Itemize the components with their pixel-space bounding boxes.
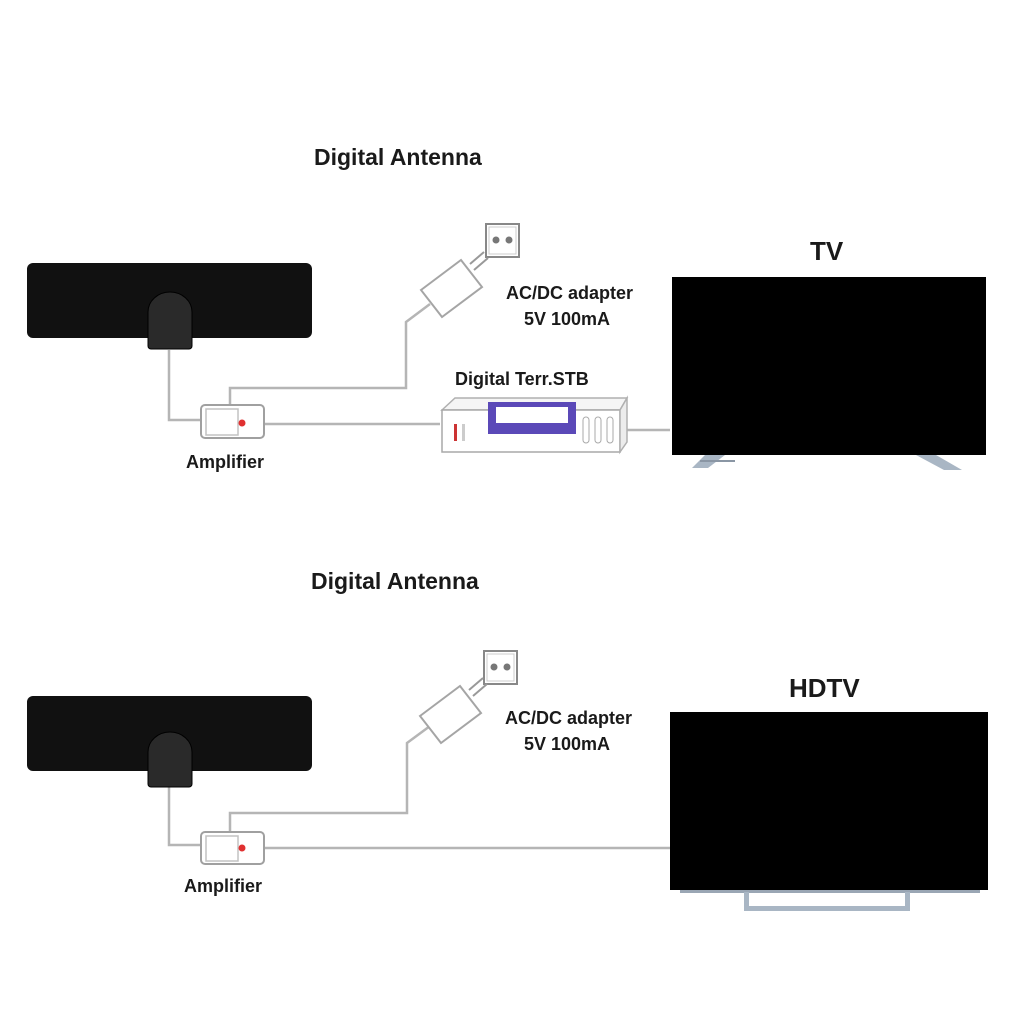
tv-label: TV xyxy=(810,236,844,266)
diagram-bottom xyxy=(27,650,988,911)
cables-bottom xyxy=(167,724,672,850)
adapter-spec-label: 5V 100mA xyxy=(524,734,611,754)
hdtv-stand-right-leg-icon xyxy=(905,892,910,910)
tv-stand-right-icon xyxy=(916,455,962,470)
antenna-icon xyxy=(27,263,312,350)
diagram-top xyxy=(27,223,986,470)
adapter-to-amplifier-cable xyxy=(228,303,431,405)
antenna-icon xyxy=(27,696,312,788)
amplifier-label: Amplifier xyxy=(184,876,263,896)
hdtv-stand-left-leg-icon xyxy=(744,892,749,910)
wall-socket-icon xyxy=(483,650,518,685)
antenna-to-amplifier-cable xyxy=(167,787,200,847)
amplifier-label: Amplifier xyxy=(186,452,265,472)
power-adapter-icon xyxy=(418,677,488,745)
amplifier-led-icon xyxy=(238,419,246,427)
hdtv-stand-bar-icon xyxy=(744,906,910,911)
cables-top xyxy=(167,303,670,432)
hdtv-icon xyxy=(670,712,988,911)
tv-icon xyxy=(672,277,986,470)
antenna-to-amplifier-cable xyxy=(167,350,200,422)
antenna-title: Digital Antenna xyxy=(311,568,479,594)
adapter-label: AC/DC adapter xyxy=(506,283,634,303)
adapter-to-amplifier-cable xyxy=(228,724,431,832)
stb-label: Digital Terr.STB xyxy=(455,369,589,389)
adapter-spec-label: 5V 100mA xyxy=(524,309,611,329)
hdtv-label: HDTV xyxy=(789,673,860,703)
antenna-title: Digital Antenna xyxy=(314,144,482,170)
amplifier-led-icon xyxy=(238,844,246,852)
amplifier-icon xyxy=(200,404,265,439)
power-adapter-icon xyxy=(419,251,489,319)
wall-socket-icon xyxy=(485,223,520,258)
amplifier-icon xyxy=(200,831,265,865)
adapter-label: AC/DC adapter xyxy=(505,708,633,728)
set-top-box-icon xyxy=(440,395,629,455)
